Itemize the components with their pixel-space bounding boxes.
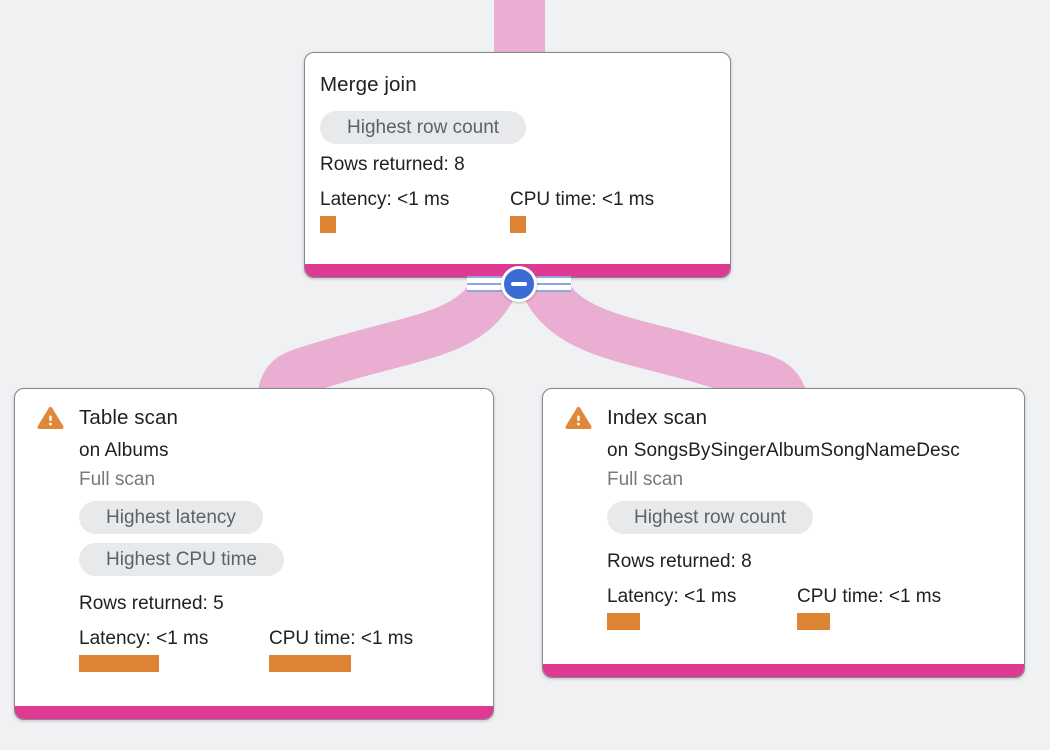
badge-highest-latency: Highest latency (79, 501, 263, 534)
badge-highest-row-count: Highest row count (607, 501, 814, 534)
node-card-table-scan[interactable]: Table scan on Albums Full scan Highest l… (14, 388, 494, 720)
cpu-metric: CPU time: <1 ms (510, 189, 700, 233)
latency-metric: Latency: <1 ms (607, 586, 797, 630)
node-title: Merge join (320, 73, 417, 96)
collapse-children-button[interactable] (501, 266, 537, 302)
node-subtitle: on Albums (79, 440, 169, 461)
cpu-label: CPU time: <1 ms (510, 189, 655, 210)
node-accent-bar (543, 664, 1024, 677)
edge-parent-top (494, 0, 545, 58)
badge-highest-row-count: Highest row count (320, 111, 527, 144)
cpu-metric: CPU time: <1 ms (797, 586, 987, 630)
badge-list: Highest latency Highest CPU time (79, 501, 479, 585)
warning-icon (37, 407, 64, 429)
cpu-bar (269, 655, 351, 672)
latency-label: Latency: <1 ms (607, 586, 737, 607)
warning-icon (565, 407, 592, 429)
edge-to-table-scan (257, 270, 519, 403)
rows-returned-text: Rows returned: 5 (79, 593, 224, 614)
scan-type-text: Full scan (607, 469, 684, 490)
latency-label: Latency: <1 ms (79, 628, 209, 649)
node-subtitle: on SongsBySingerAlbumSongNameDesc (607, 440, 960, 461)
edge-to-index-scan (519, 270, 807, 406)
node-card-merge-join[interactable]: Merge join Highest row count Rows return… (304, 52, 731, 278)
cpu-bar (797, 613, 830, 630)
metrics-row: Latency: <1 ms CPU time: <1 ms (79, 628, 479, 672)
cpu-bar (510, 216, 526, 233)
collapse-control (467, 266, 571, 302)
latency-metric: Latency: <1 ms (320, 189, 510, 233)
badge-list: Highest row count (320, 111, 715, 144)
node-card-index-scan[interactable]: Index scan on SongsBySingerAlbumSongName… (542, 388, 1025, 678)
cpu-metric: CPU time: <1 ms (269, 628, 459, 672)
badge-list: Highest row count (607, 501, 1010, 543)
node-title: Table scan (79, 406, 179, 429)
latency-label: Latency: <1 ms (320, 189, 450, 210)
metrics-row: Latency: <1 ms CPU time: <1 ms (607, 586, 1010, 630)
minus-icon (511, 282, 527, 286)
cpu-label: CPU time: <1 ms (797, 586, 942, 607)
latency-bar (320, 216, 336, 233)
badge-highest-cpu-time: Highest CPU time (79, 543, 284, 576)
metrics-row: Latency: <1 ms CPU time: <1 ms (320, 189, 715, 233)
latency-metric: Latency: <1 ms (79, 628, 269, 672)
rows-returned-text: Rows returned: 8 (607, 551, 752, 572)
node-title: Index scan (607, 406, 708, 429)
latency-bar (79, 655, 159, 672)
scan-type-text: Full scan (79, 469, 156, 490)
latency-bar (607, 613, 640, 630)
cpu-label: CPU time: <1 ms (269, 628, 414, 649)
node-accent-bar (15, 706, 493, 719)
rows-returned-text: Rows returned: 8 (320, 154, 465, 175)
